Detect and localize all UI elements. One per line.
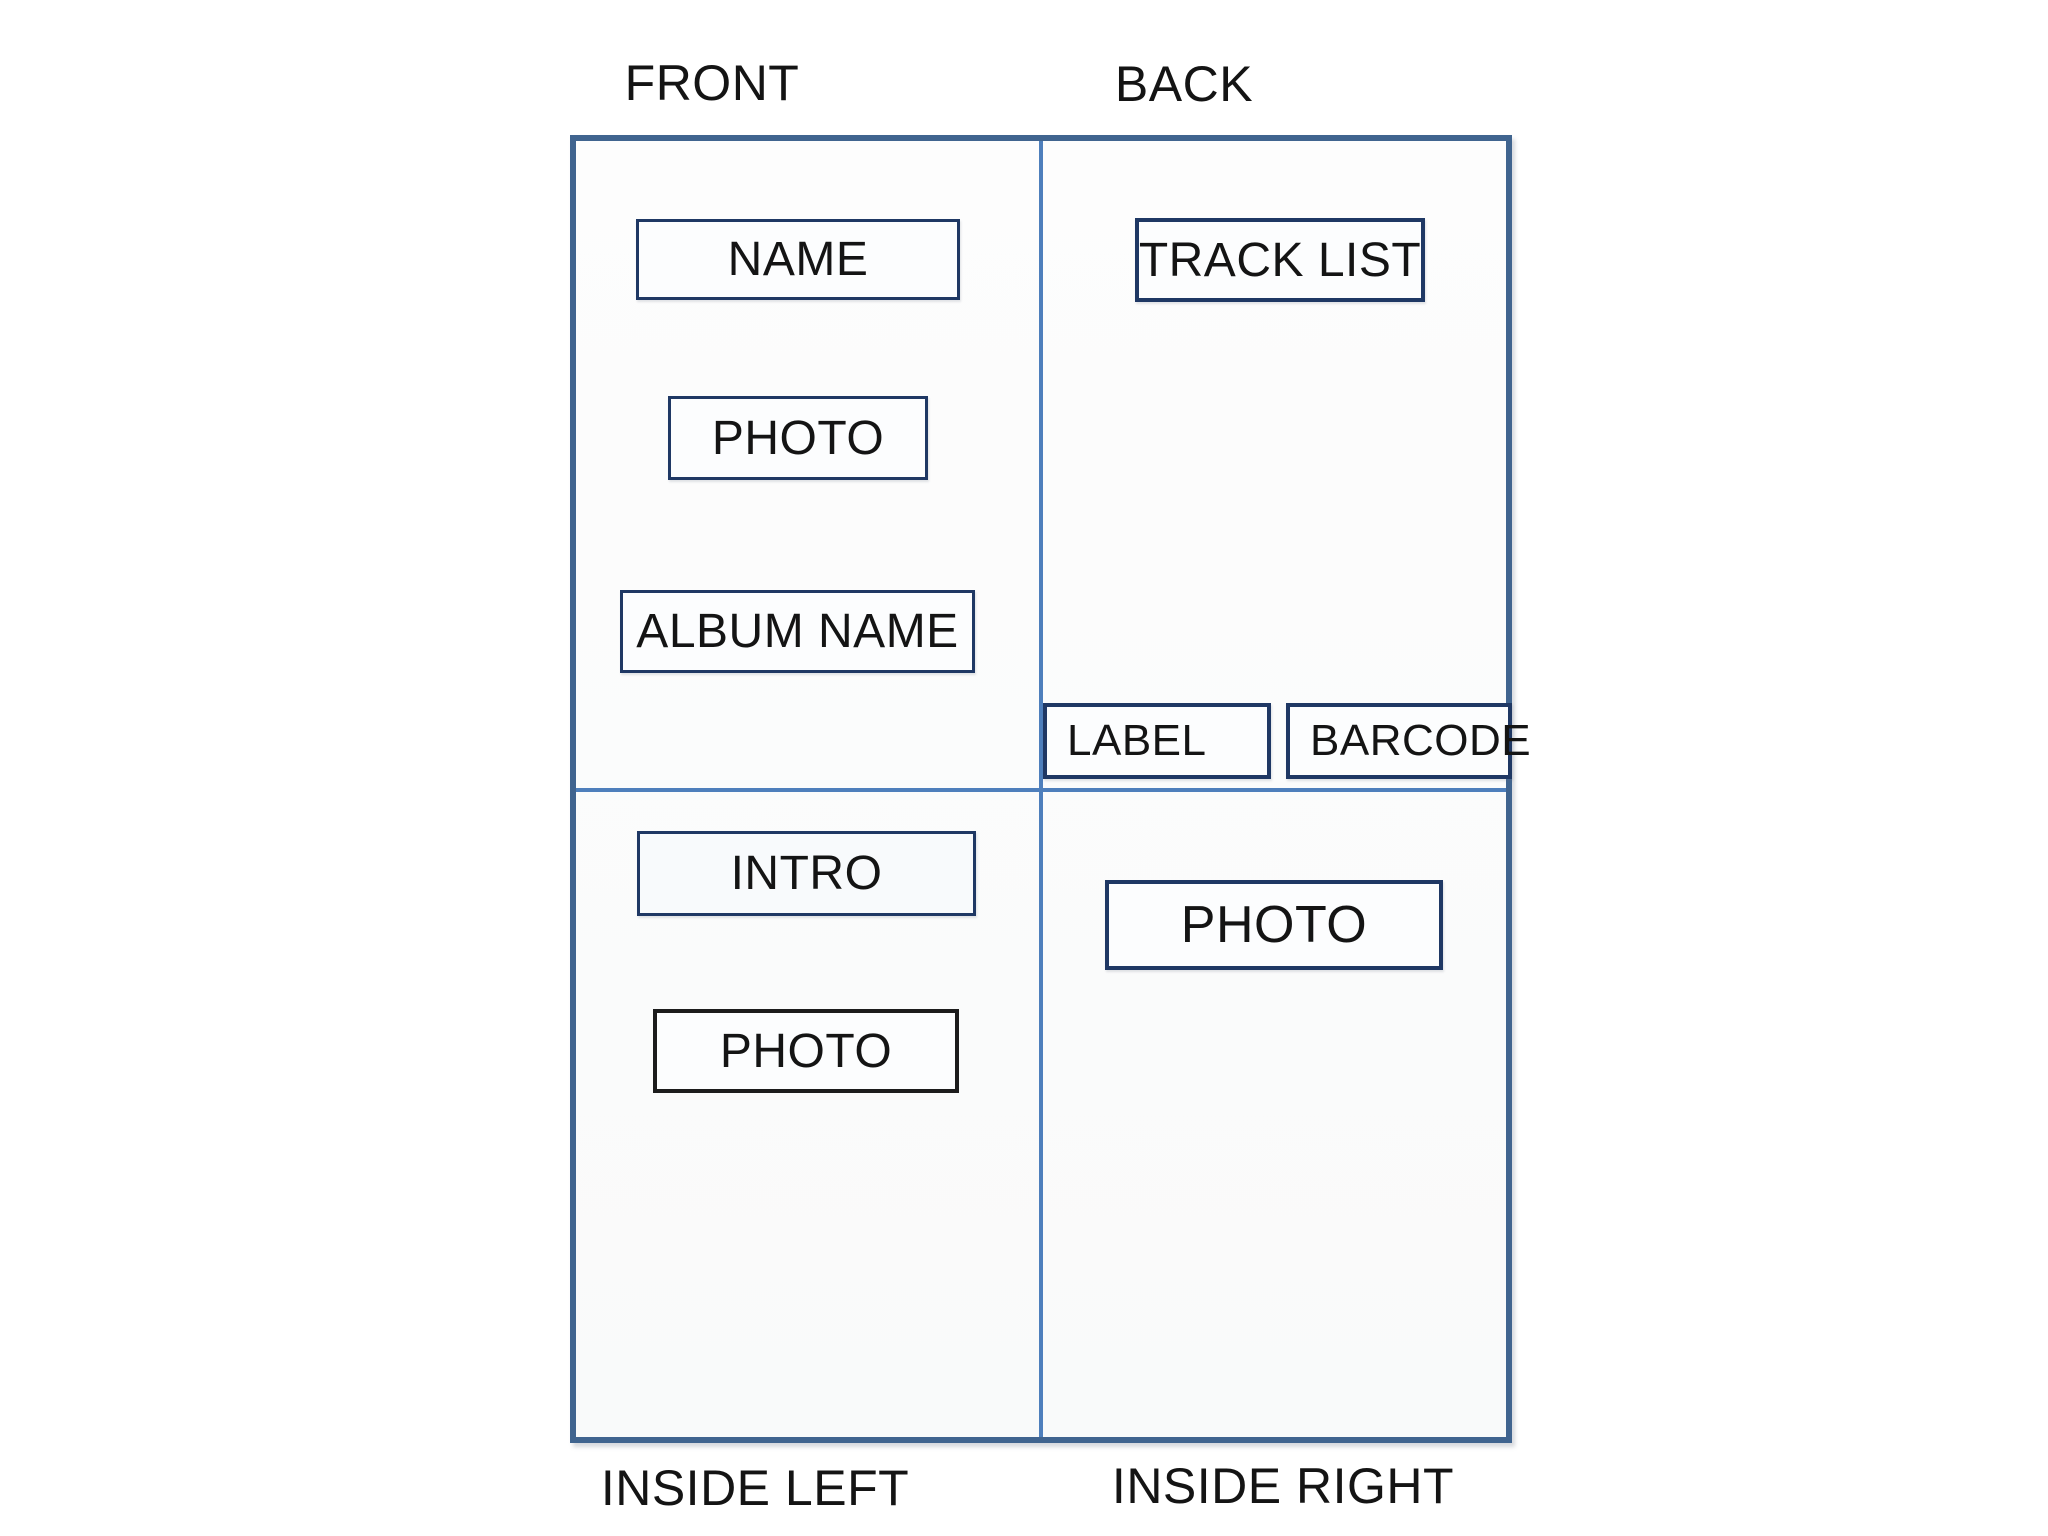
front-album-name-placeholder-box: ALBUM NAME <box>620 590 975 673</box>
front-photo-placeholder-box: PHOTO <box>668 396 928 480</box>
inside-left-intro-placeholder-box: INTRO <box>637 831 976 916</box>
inside-left-photo-placeholder-label: PHOTO <box>719 1024 893 1078</box>
front-photo-placeholder-label: PHOTO <box>711 411 885 465</box>
inside-right-panel-label: INSIDE RIGHT <box>1111 1458 1455 1514</box>
front-panel-label: FRONT <box>624 55 800 111</box>
front-album-name-placeholder-label: ALBUM NAME <box>636 605 959 658</box>
horizontal-fold-divider <box>576 788 1506 792</box>
back-label-placeholder-box: LABEL <box>1043 703 1271 779</box>
inside-left-photo-placeholder-box: PHOTO <box>653 1009 959 1093</box>
album-layout-card: NAME PHOTO ALBUM NAME TRACK LIST LABEL B… <box>570 135 1531 1443</box>
back-barcode-placeholder-box: BARCODE <box>1286 703 1531 779</box>
inside-left-intro-placeholder-label: INTRO <box>730 847 883 900</box>
back-track-list-placeholder-label: TRACK LIST <box>1138 233 1422 287</box>
back-label-placeholder-label: LABEL <box>1067 716 1207 765</box>
inside-right-photo-placeholder-label: PHOTO <box>1180 896 1368 954</box>
inside-left-panel-label: INSIDE LEFT <box>600 1460 910 1516</box>
front-name-placeholder-box: NAME <box>636 219 960 300</box>
back-barcode-placeholder-label: BARCODE <box>1310 716 1532 765</box>
back-panel-label: BACK <box>1114 56 1254 112</box>
back-track-list-placeholder-box: TRACK LIST <box>1135 218 1425 302</box>
front-name-placeholder-label: NAME <box>727 233 869 286</box>
inside-right-photo-placeholder-box: PHOTO <box>1105 880 1443 970</box>
